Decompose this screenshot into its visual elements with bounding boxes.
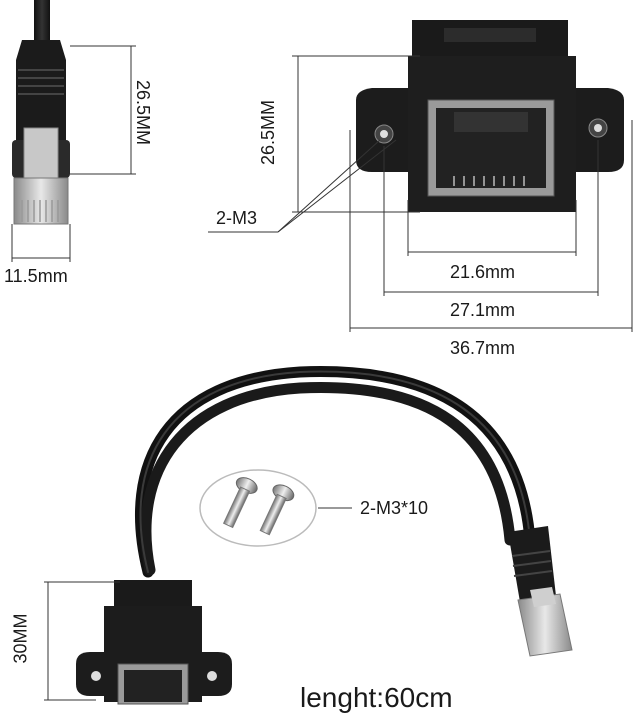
plug-dimension-lines xyxy=(11,45,136,262)
bottom-plug-illustration xyxy=(508,526,573,657)
port-width-label: 21.6mm xyxy=(450,262,516,282)
mount-screws-label: 2-M3 xyxy=(216,208,258,228)
screws-label: 2-M3*10 xyxy=(360,498,429,518)
plug-height-label: 26.5MM xyxy=(133,79,154,146)
screws-illustration xyxy=(199,469,352,547)
bottom-height-label: 30MM xyxy=(10,613,31,664)
hole-spacing-label: 27.1mm xyxy=(450,300,516,320)
panel-dimension-lines xyxy=(208,55,633,332)
top-plug-illustration xyxy=(12,0,70,225)
bottom-jack-illustration xyxy=(76,580,232,705)
bottom-dimension-lines xyxy=(44,581,120,701)
length-label: lenght:60cm xyxy=(300,682,453,713)
cable-illustration xyxy=(135,366,536,578)
panel-jack-illustration xyxy=(356,20,624,212)
panel-height-label: 26.5MM xyxy=(258,99,279,166)
panel-width-label: 36.7mm xyxy=(450,338,516,358)
plug-width-label: 11.5mm xyxy=(4,266,68,286)
